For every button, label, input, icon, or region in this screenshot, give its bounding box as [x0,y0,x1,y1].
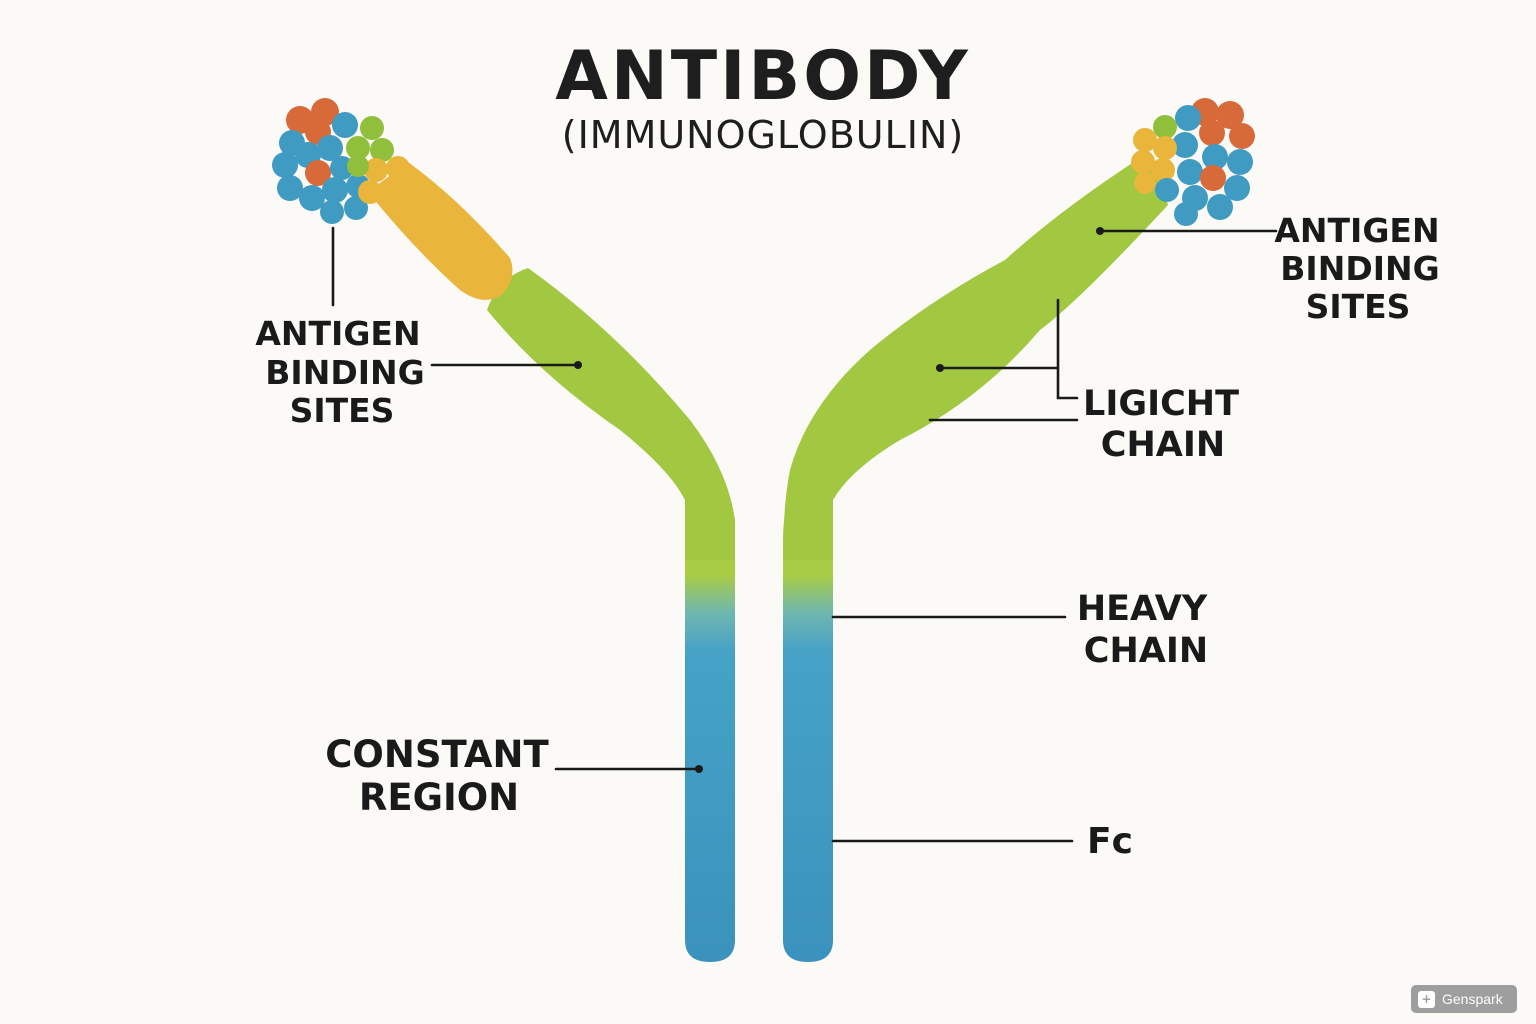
label-light-chain-line1: LIGICHT [1083,384,1239,424]
label-antigen-binding-sites-left: ANTIGEN BINDING SITES [255,314,424,430]
label-light-chain: LIGICHT CHAIN [1083,384,1239,465]
label-antigen-right-line3: SITES [1306,287,1411,326]
label-light-chain-line2: CHAIN [1101,425,1225,465]
watermark-text: Genspark [1442,991,1503,1007]
leader-dot-left-arm [574,361,582,369]
right-heavy-chain-stem [783,480,833,962]
label-constant-region-line2: REGION [359,776,519,819]
left-arm [368,162,735,962]
diagram-title: ANTIBODY [555,37,971,116]
label-antigen-left-line2: BINDING [265,353,424,392]
left-antigen-cluster [272,98,410,224]
label-antigen-binding-sites-right: ANTIGEN BINDING SITES [1274,211,1439,326]
label-antigen-right-line2: BINDING [1280,249,1439,288]
genspark-logo-icon: + [1418,990,1435,1008]
leader-dot-light-chain [936,364,944,372]
leader-dot-right-upper [1096,227,1104,235]
label-fc: Fc [1087,821,1133,862]
label-antigen-right-line1: ANTIGEN [1274,211,1439,250]
label-heavy-chain-line1: HEAVY [1077,589,1208,629]
label-heavy-chain-line2: CHAIN [1084,631,1208,671]
left-upper-arm [487,268,735,560]
diagram-subtitle: (IMMUNOGLOBULIN) [562,113,964,157]
leader-dot-constant-region [695,765,703,773]
label-antigen-left-line3: SITES [290,391,395,430]
genspark-watermark: + Genspark [1411,985,1517,1013]
label-constant-region-line1: CONSTANT [325,733,549,776]
right-antigen-cluster [1131,98,1255,226]
label-constant-region: CONSTANT REGION [325,733,549,819]
label-heavy-chain: HEAVY CHAIN [1077,589,1208,671]
left-light-chain-segment [368,162,513,300]
right-arm [783,158,1168,962]
label-antigen-left-line1: ANTIGEN [255,314,420,353]
left-heavy-chain-stem [685,470,735,962]
leader-lines [331,226,1278,843]
leader-light-chain-bracket [1056,298,1079,400]
right-upper-arm [783,158,1168,560]
